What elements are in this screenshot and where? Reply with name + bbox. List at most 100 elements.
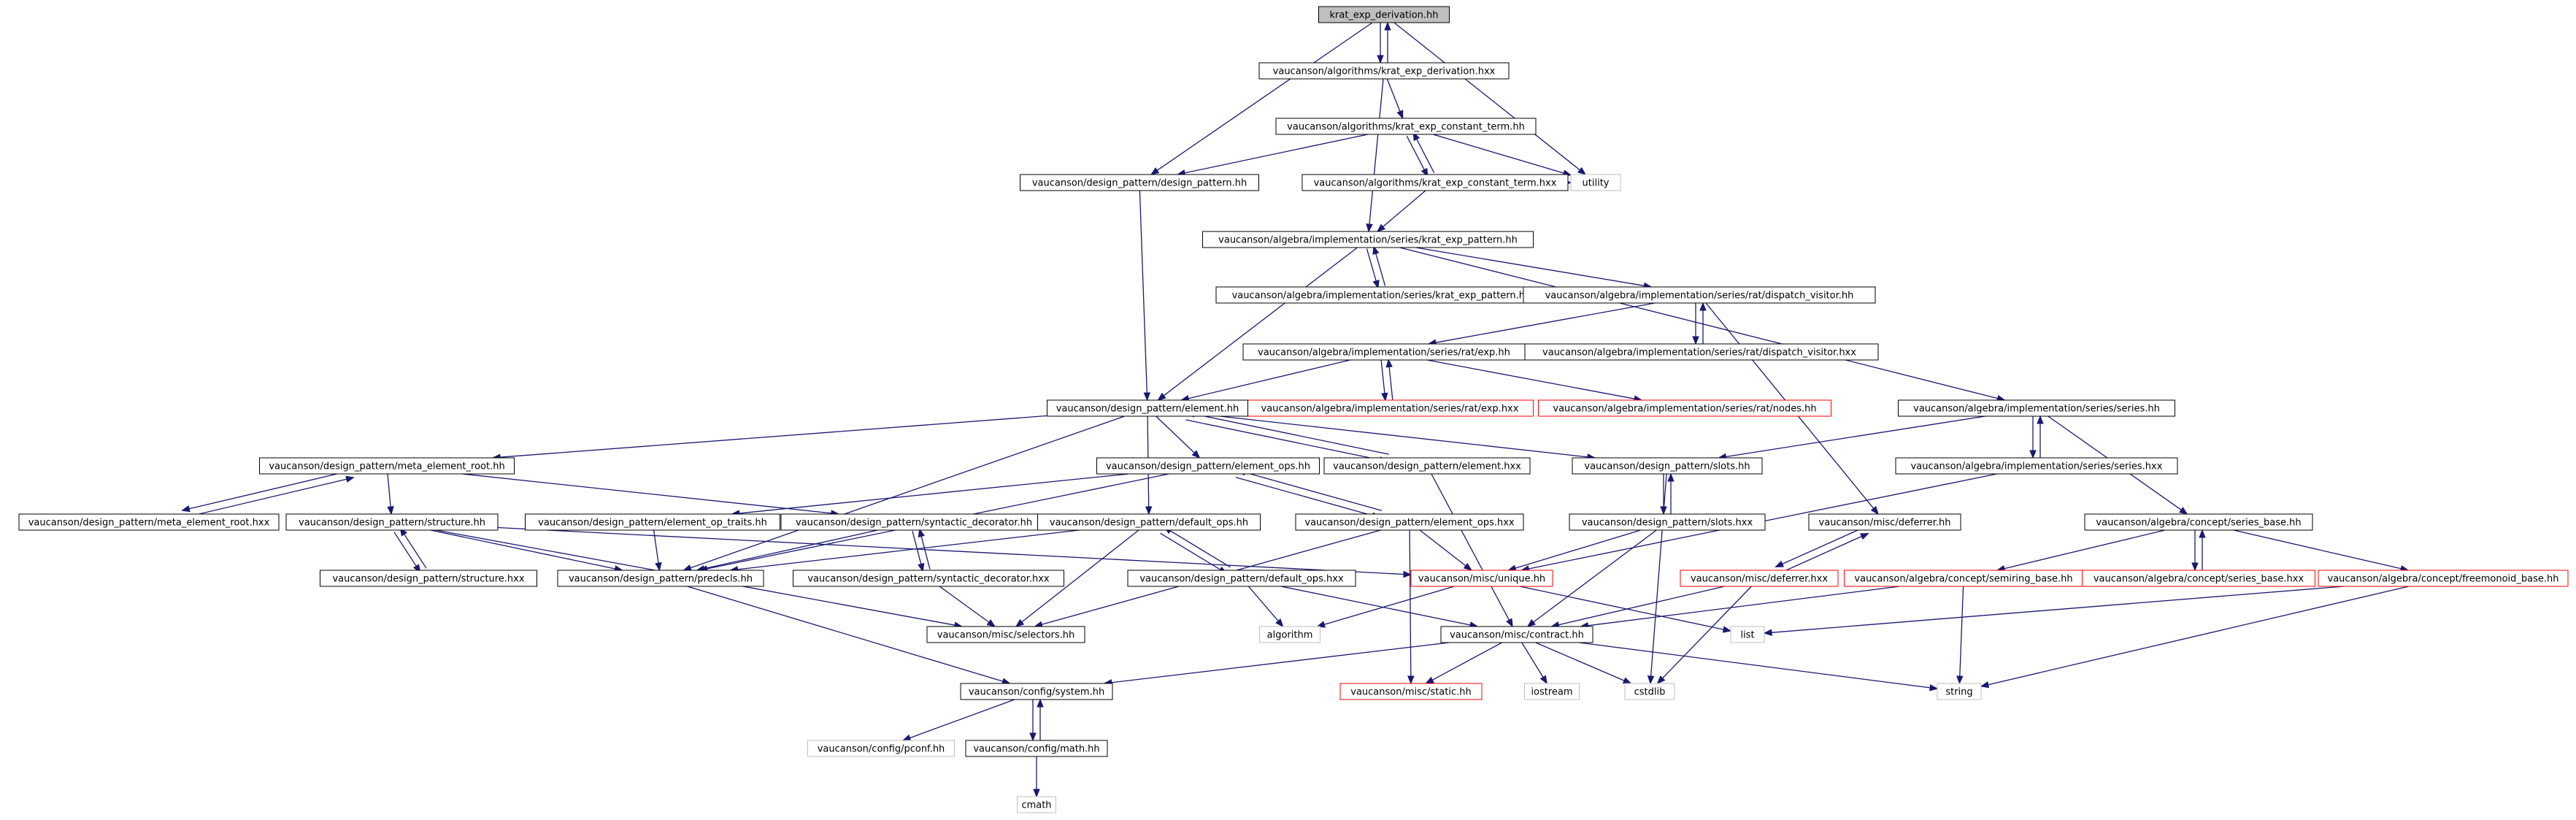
- edge-line: [1280, 586, 1471, 626]
- edge-line: [1163, 247, 1358, 396]
- file-node-eot-hh[interactable]: vaucanson/design_pattern/element_op_trai…: [525, 513, 780, 531]
- file-node-slots-hh[interactable]: vaucanson/design_pattern/slots.hh: [1572, 457, 1763, 475]
- file-node-elops-hxx[interactable]: vaucanson/design_pattern/element_ops.hxx: [1295, 513, 1524, 531]
- node-label: vaucanson/design_pattern/meta_element_ro…: [28, 518, 270, 529]
- file-node-el-hh[interactable]: vaucanson/design_pattern/element.hh: [1047, 399, 1248, 417]
- arrowhead-icon: [1384, 21, 1391, 31]
- file-node-fmb-hh[interactable]: vaucanson/algebra/concept/freemonoid_bas…: [2318, 570, 2569, 587]
- file-node-ser-hxx[interactable]: vaucanson/algebra/implementation/series/…: [1895, 457, 2178, 475]
- file-node-def-hh[interactable]: vaucanson/misc/deferrer.hh: [1808, 513, 1961, 531]
- file-node-str-hxx[interactable]: vaucanson/design_pattern/structure.hxx: [320, 570, 537, 587]
- node-label: vaucanson/design_pattern/default_ops.hh: [1050, 518, 1248, 529]
- dependency-edge: [1029, 700, 1037, 742]
- file-node-kc-hxx[interactable]: vaucanson/algorithms/krat_exp_constant_t…: [1302, 174, 1569, 191]
- file-node-dops-hxx[interactable]: vaucanson/design_pattern/default_ops.hxx: [1127, 570, 1356, 587]
- arrowhead-icon: [1191, 450, 1201, 459]
- node-label: vaucanson/design_pattern/element_ops.hh: [1106, 461, 1310, 472]
- file-node-con-hh[interactable]: vaucanson/misc/contract.hh: [1440, 626, 1593, 643]
- node-box: [1410, 570, 1553, 587]
- dependency-edge: [1372, 245, 1386, 286]
- dependency-edge: [1718, 415, 1985, 461]
- edge-line: [737, 529, 1080, 570]
- file-node-ser-hh[interactable]: vaucanson/algebra/implementation/series/…: [1898, 399, 2175, 417]
- edge-line: [404, 534, 427, 569]
- file-node-kc-hh[interactable]: vaucanson/algorithms/krat_exp_constant_t…: [1275, 118, 1537, 135]
- node-box: [1524, 683, 1580, 700]
- file-node-mer-hh[interactable]: vaucanson/design_pattern/meta_element_ro…: [259, 457, 515, 475]
- file-node-pconf-hh[interactable]: vaucanson/config/pconf.hh: [807, 740, 955, 757]
- dependency-edge: [2233, 529, 2410, 572]
- dependency-edge: [2037, 415, 2044, 458]
- file-node-dv-hh[interactable]: vaucanson/algebra/implementation/series/…: [1523, 286, 1876, 304]
- edge-line: [1156, 22, 1373, 171]
- edge-line: [939, 586, 990, 623]
- file-node-string[interactable]: string: [1937, 683, 1982, 700]
- arrowhead-icon: [1956, 675, 1964, 685]
- file-node-srb-hh[interactable]: vaucanson/algebra/concept/semiring_base.…: [1844, 570, 2083, 587]
- node-label: vaucanson/algorithms/krat_exp_derivation…: [1273, 66, 1496, 77]
- arrowhead-icon: [1407, 675, 1415, 685]
- file-node-iostream[interactable]: iostream: [1524, 683, 1580, 700]
- dependency-edge: [1377, 23, 1384, 64]
- file-node-def-hxx[interactable]: vaucanson/misc/deferrer.hxx: [1680, 570, 1839, 587]
- node-label: vaucanson/design_pattern/meta_element_ro…: [269, 461, 504, 472]
- file-node-str-hh[interactable]: vaucanson/design_pattern/structure.hh: [285, 513, 499, 531]
- file-node-sel-hh[interactable]: vaucanson/misc/selectors.hh: [926, 626, 1085, 643]
- file-node-kp-hh[interactable]: vaucanson/algebra/implementation/series/…: [1202, 231, 1534, 248]
- node-box: [965, 740, 1108, 757]
- edge-line: [1519, 586, 1724, 630]
- file-node-sd-hxx[interactable]: vaucanson/design_pattern/syntactic_decor…: [793, 570, 1064, 587]
- edge-line: [690, 415, 1125, 569]
- file-node-nodes-hh[interactable]: vaucanson/algebra/implementation/series/…: [1538, 399, 1831, 417]
- dependency-edge: [1667, 472, 1675, 514]
- file-node-cmath[interactable]: cmath: [1017, 796, 1056, 813]
- file-node-math-hh[interactable]: vaucanson/config/math.hh: [965, 740, 1108, 757]
- file-node-sys-hh[interactable]: vaucanson/config/system.hh: [960, 683, 1113, 700]
- dependency-edge: [1160, 532, 1228, 575]
- edge-line: [1156, 415, 1195, 453]
- file-node-exp-hh[interactable]: vaucanson/algebra/implementation/series/…: [1242, 343, 1526, 361]
- file-node-mer-hxx[interactable]: vaucanson/design_pattern/meta_element_ro…: [18, 513, 280, 531]
- edge-line: [1416, 139, 1435, 173]
- file-node-kd-hxx[interactable]: vaucanson/algorithms/krat_exp_derivation…: [1258, 62, 1510, 80]
- dependency-edge: [731, 473, 1129, 517]
- edge-line: [1185, 419, 1381, 461]
- file-node-sb-hh[interactable]: vaucanson/algebra/concept/series_base.hh: [2084, 513, 2313, 531]
- node-box: [18, 513, 280, 531]
- file-node-algorithm[interactable]: algorithm: [1259, 626, 1320, 643]
- node-label: vaucanson/algorithms/krat_exp_constant_t…: [1314, 178, 1557, 189]
- dependency-edge: [387, 473, 394, 516]
- file-node-kp-hxx[interactable]: vaucanson/algebra/implementation/series/…: [1215, 286, 1553, 304]
- file-node-slots-hxx[interactable]: vaucanson/design_pattern/slots.hxx: [1569, 513, 1766, 531]
- file-node-elops-hh[interactable]: vaucanson/design_pattern/element_ops.hh: [1096, 457, 1320, 475]
- node-box: [1259, 626, 1320, 643]
- arrowhead-icon: [1539, 675, 1547, 685]
- file-node-exp-hxx[interactable]: vaucanson/algebra/implementation/series/…: [1246, 399, 1534, 417]
- edge-line: [739, 473, 1129, 514]
- arrowhead-icon: [1372, 245, 1380, 255]
- edge-line: [1369, 78, 1384, 225]
- dependency-edge: [1425, 642, 1502, 684]
- file-node-cstdlib[interactable]: cstdlib: [1624, 683, 1675, 700]
- file-node-dp-hh[interactable]: vaucanson/design_pattern/design_pattern.…: [1020, 174, 1259, 191]
- file-node-pre-hh[interactable]: vaucanson/design_pattern/predecls.hh: [557, 570, 764, 587]
- file-node-el-hxx[interactable]: vaucanson/design_pattern/element.hxx: [1323, 457, 1531, 475]
- file-node-static-hh[interactable]: vaucanson/misc/static.hh: [1339, 683, 1483, 700]
- node-box: [1898, 399, 2175, 417]
- edge-line: [1435, 302, 1656, 343]
- file-node-dv-hxx[interactable]: vaucanson/algebra/implementation/series/…: [1520, 343, 1879, 361]
- node-box: [1037, 513, 1261, 531]
- file-node-uni-hh[interactable]: vaucanson/misc/unique.hh: [1410, 570, 1553, 587]
- dependency-edge: [497, 526, 1412, 578]
- file-node-dops-hh[interactable]: vaucanson/design_pattern/default_ops.hh: [1037, 513, 1261, 531]
- node-label: vaucanson/algorithms/krat_exp_constant_t…: [1287, 122, 1525, 133]
- node-box: [1937, 683, 1982, 700]
- file-node-sd-hh[interactable]: vaucanson/design_pattern/syntactic_decor…: [780, 513, 1047, 531]
- node-label: vaucanson/design_pattern/element_ops.hxx: [1304, 518, 1515, 529]
- file-node-utility[interactable]: utility: [1570, 174, 1621, 191]
- edge-line: [1782, 526, 1866, 564]
- file-node-list[interactable]: list: [1730, 626, 1765, 643]
- edge-line: [1160, 532, 1221, 570]
- file-node-sb-hxx[interactable]: vaucanson/algebra/concept/series_base.hx…: [2082, 570, 2315, 587]
- edge-line: [1220, 415, 1588, 458]
